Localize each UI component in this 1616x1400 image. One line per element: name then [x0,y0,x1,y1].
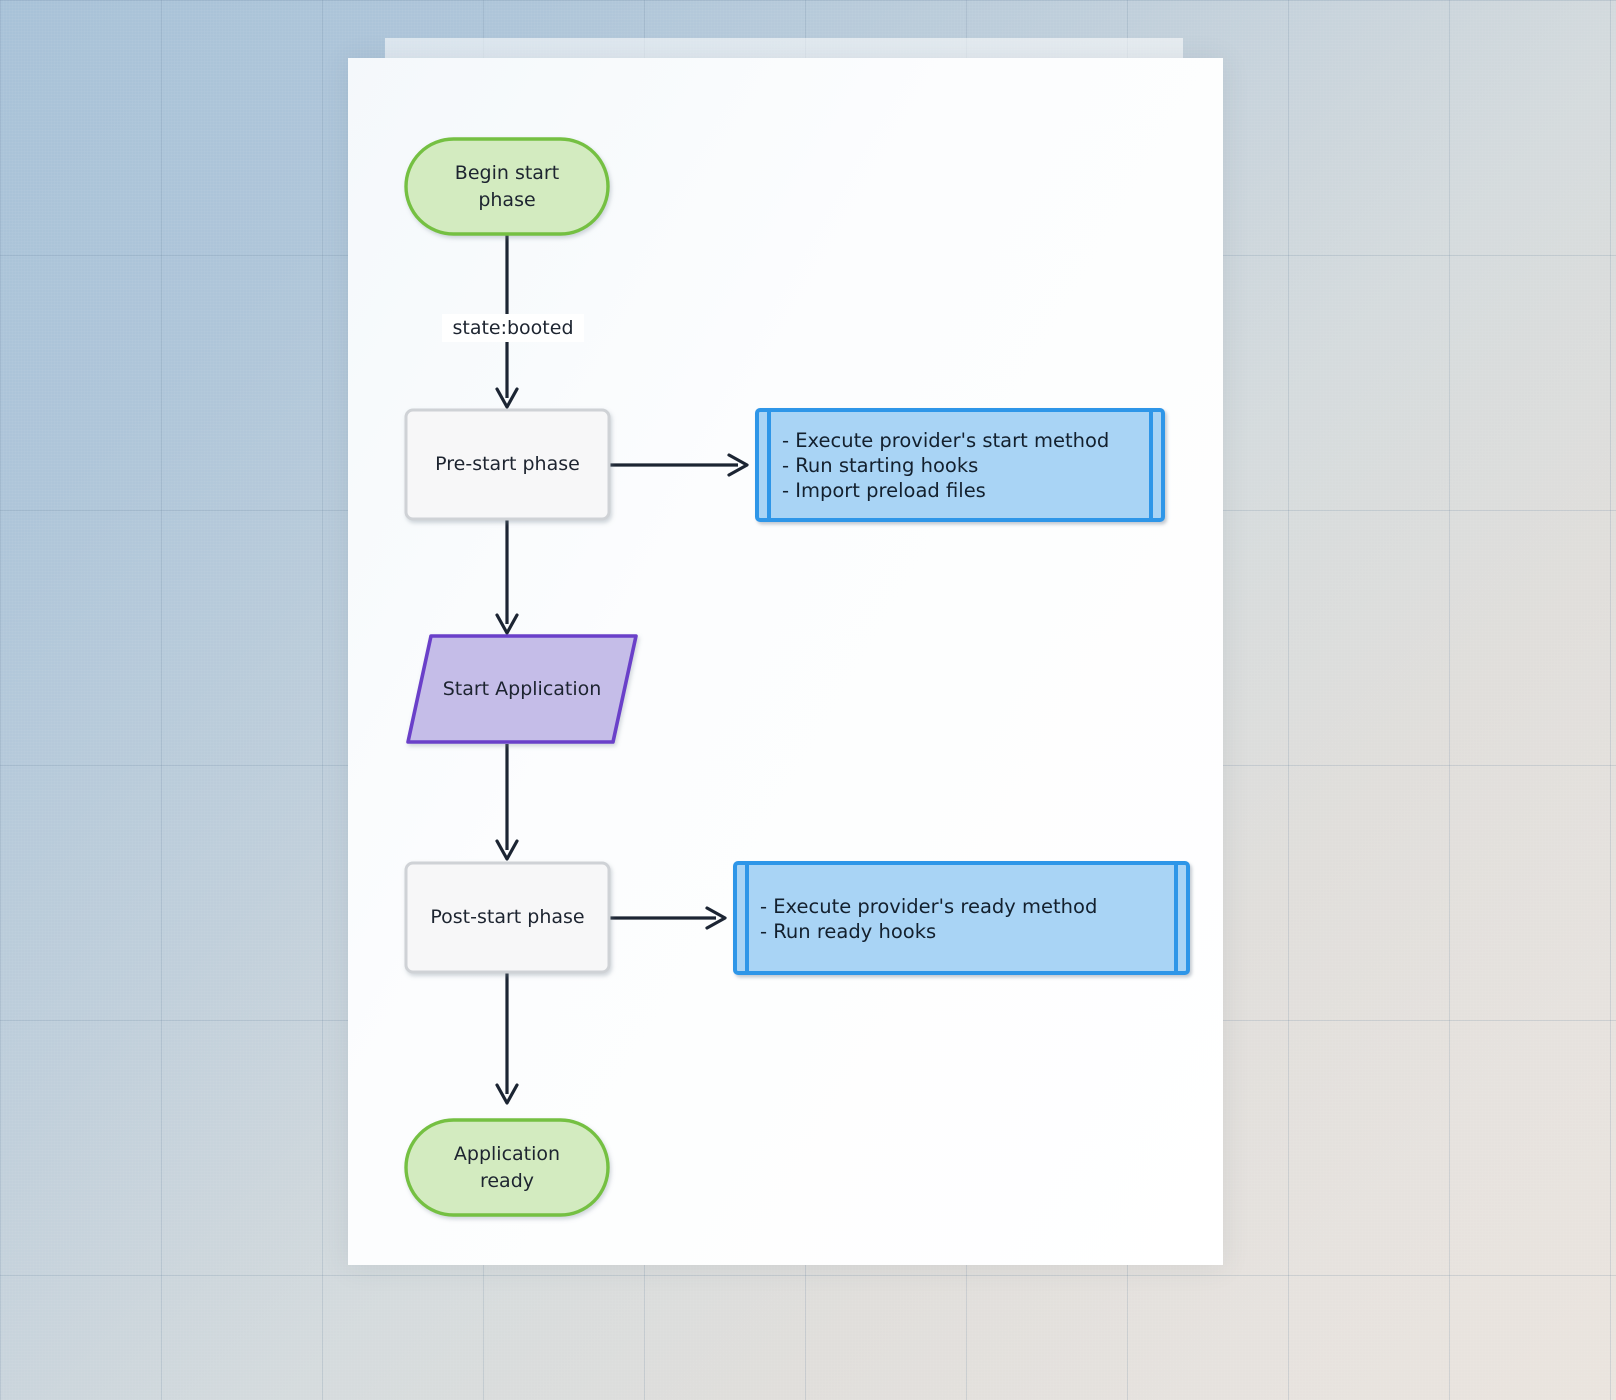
note-prestart-shape[interactable] [755,408,1165,522]
node-begin-shape[interactable] [404,137,610,236]
edge-begin-to-prestart [495,234,519,409]
flowchart-graphics [404,137,1190,1217]
node-ready-shape[interactable] [404,1118,610,1217]
flowchart-canvas: Begin start phase state:booted Pre-start… [348,58,1223,1265]
edge-poststart-to-ready [495,970,519,1105]
edge-poststart-to-note2 [609,906,727,930]
node-poststart-shape[interactable] [404,861,611,974]
edge-startapp-to-poststart [495,744,519,861]
edge-prestart-to-startapp [495,518,519,635]
node-prestart-shape[interactable] [404,408,611,521]
note-poststart-shape[interactable] [733,861,1190,975]
edge-prestart-to-note1 [609,453,749,477]
node-startapp-shape[interactable] [406,634,638,744]
